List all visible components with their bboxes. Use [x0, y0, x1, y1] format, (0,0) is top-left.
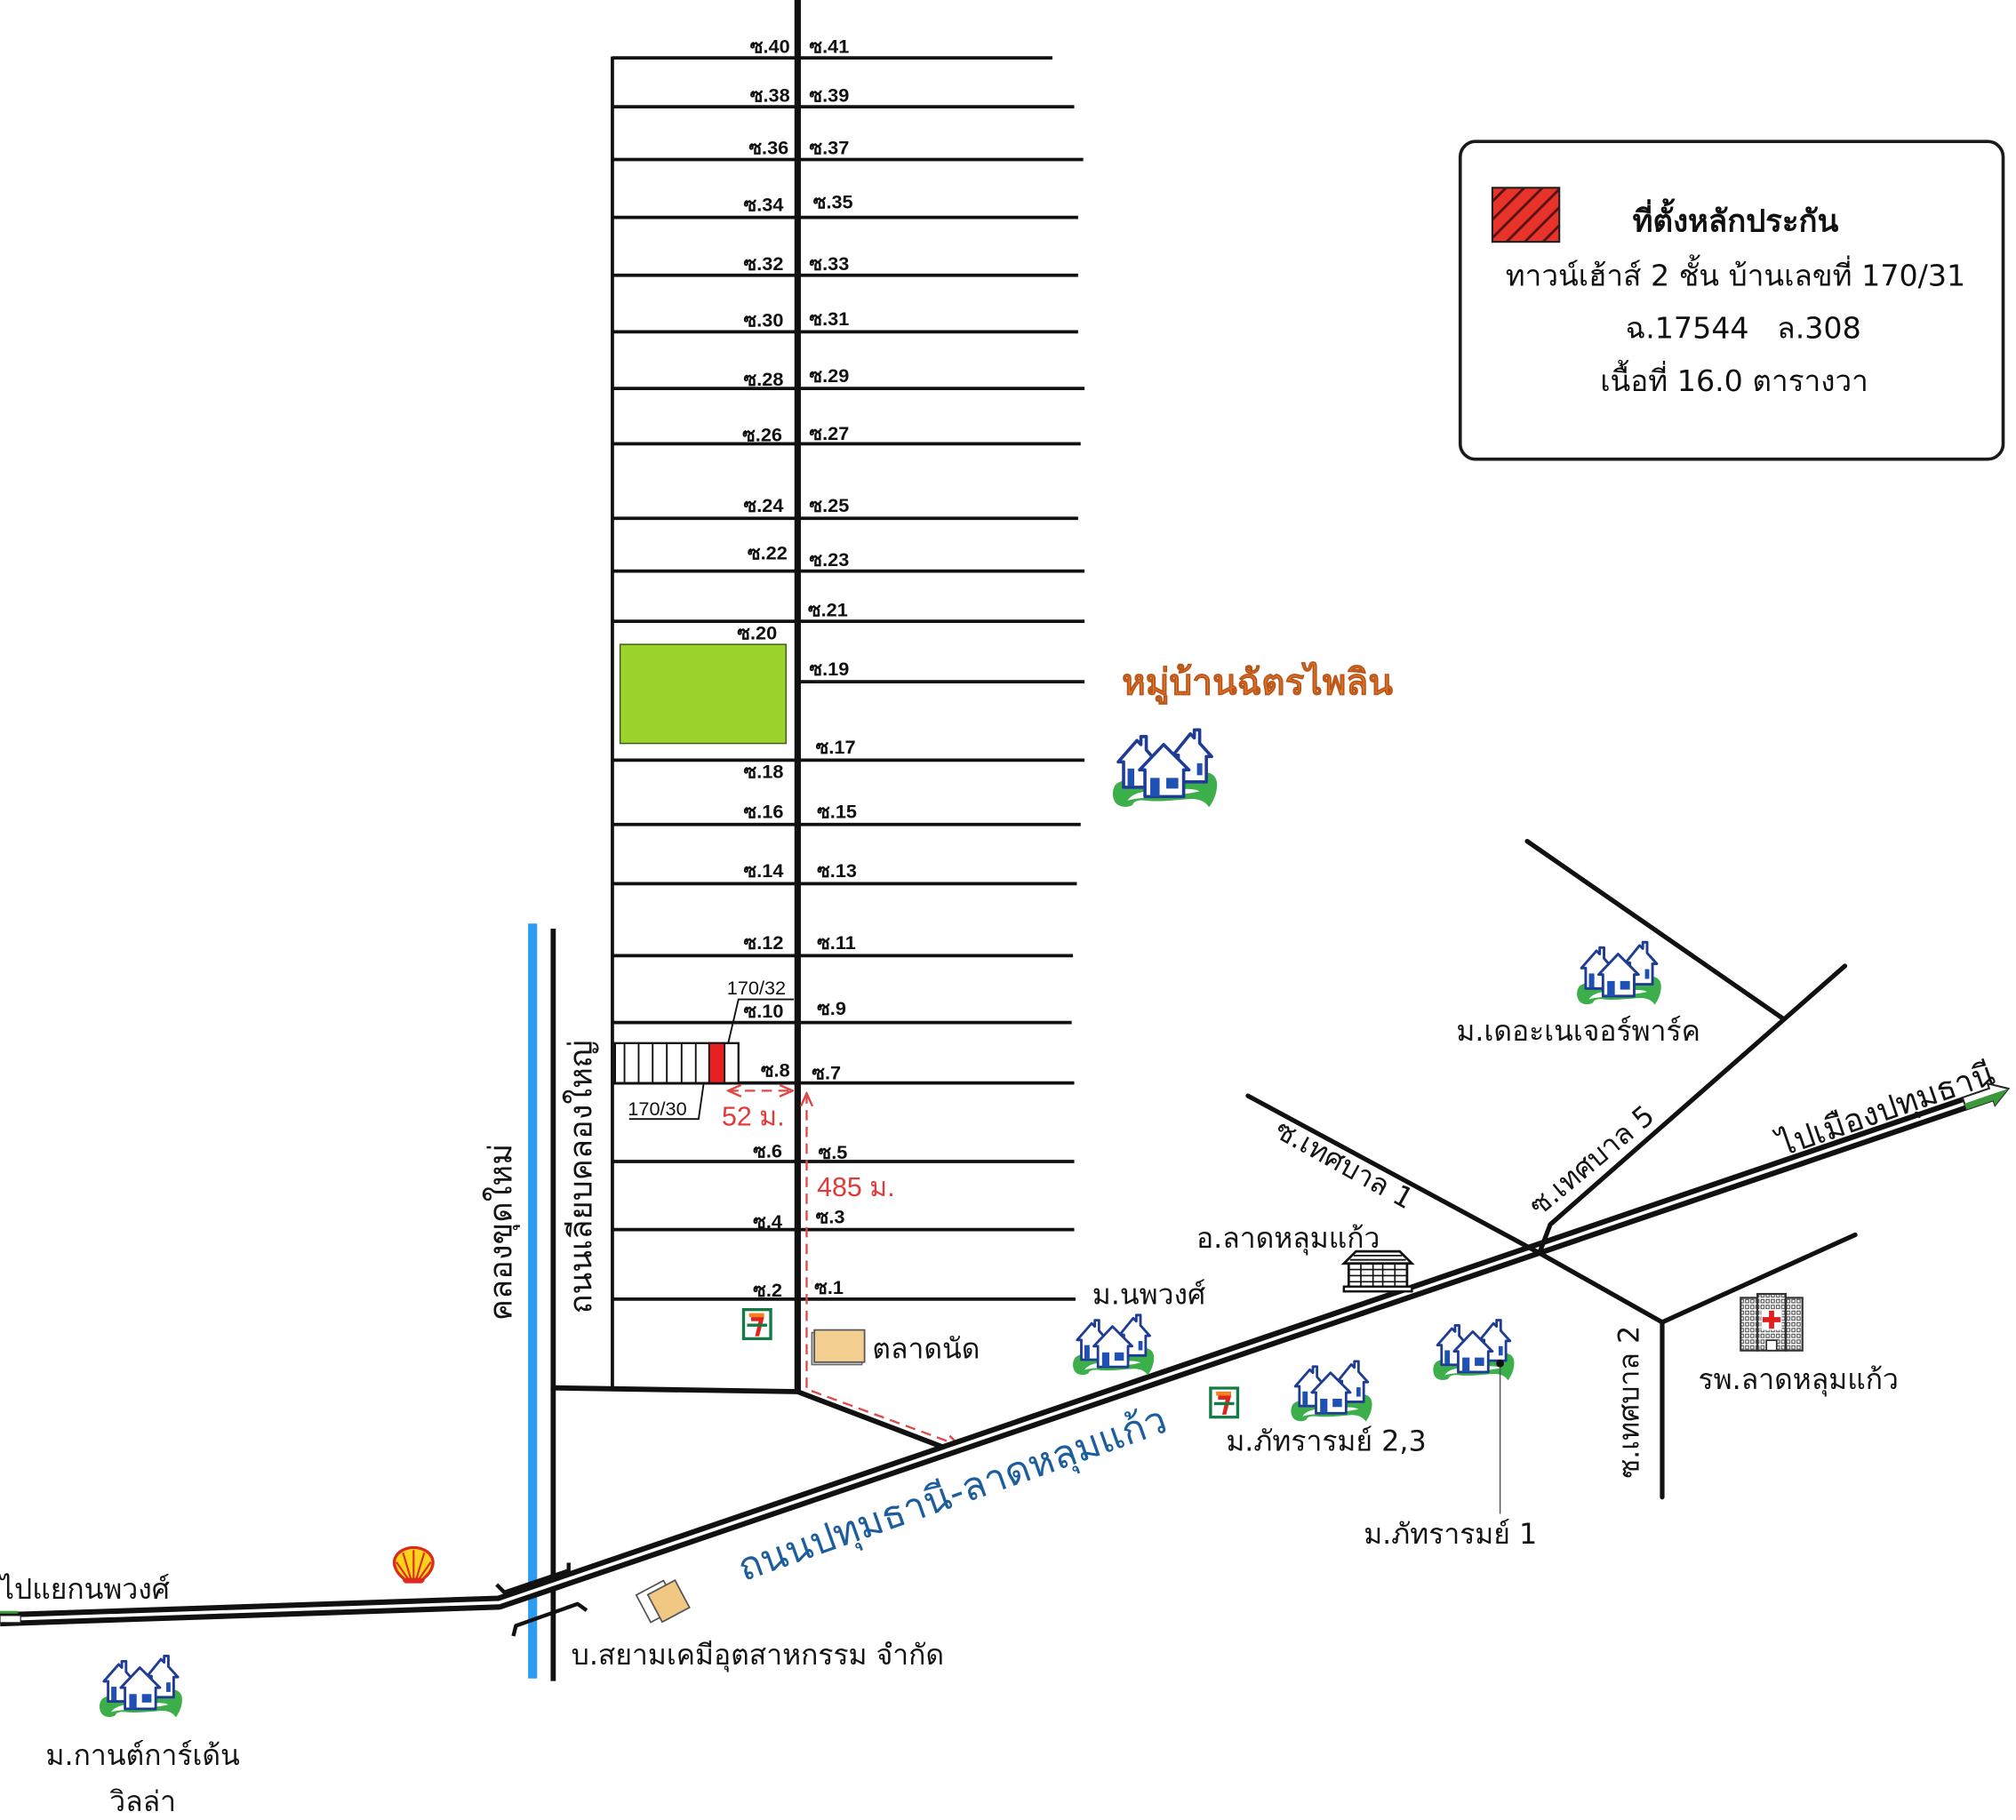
soi-label: ซ.36: [748, 137, 788, 159]
bridge-icon: [495, 1562, 588, 1637]
distance-vertical-label: 485 ม.: [817, 1172, 895, 1202]
soi-label: ซ.28: [744, 368, 784, 390]
collateral-marker-icon: [1491, 187, 1561, 243]
hospital-icon: [1740, 1292, 1804, 1352]
soi-label: ซ.10: [744, 1000, 784, 1022]
distance-route-arrow: [806, 1093, 959, 1446]
phattharom-23-label: ม.ภัทรารมย์ 2,3: [1226, 1425, 1427, 1458]
soi-label: ซ.17: [816, 736, 856, 758]
soi-label: ซ.25: [809, 494, 849, 516]
factory-icon: [635, 1579, 691, 1624]
soi-labels-right: ซ.41 ซ.39 ซ.37 ซ.35 ซ.33 ซ.31 ซ.29 ซ.27 …: [808, 35, 857, 1298]
nopphawong-label: ม.นพวงศ์: [1092, 1278, 1205, 1312]
soi-label: ซ.3: [816, 1205, 845, 1227]
canal-road-label: ถนนเลียบคลองใหญ่: [561, 1040, 599, 1313]
karnt-garden-label-line2: วิลล่า: [109, 1784, 176, 1818]
plot-upper-leader: [727, 998, 795, 1044]
market-label: ตลาดนัด: [872, 1331, 980, 1365]
thetsaban-5-road: [1537, 963, 1848, 1254]
hospital-label: รพ.ลาดหลุมแก้ว: [1699, 1362, 1899, 1397]
legend-deed: ฉ.17544 ล.308: [1626, 311, 1861, 346]
nature-park-label: ม.เดอะเนเจอร์พาร์ค: [1456, 1014, 1700, 1048]
seven-eleven-icon: [1211, 1388, 1238, 1417]
soi-label: ซ.8: [761, 1058, 790, 1081]
thetsaban-2-label: ซ.เทศบาล 2: [1612, 1326, 1645, 1479]
soi-label: ซ.20: [737, 621, 777, 643]
soi-label: ซ.7: [812, 1061, 841, 1083]
soi-label: ซ.26: [742, 423, 782, 445]
soi-label: ซ.6: [753, 1140, 782, 1162]
soi-labels-left: ซ.40 ซ.38 ซ.36 ซ.34 ซ.32 ซ.30 ซ.28 ซ.26 …: [737, 35, 789, 1301]
seven-eleven-icon: [744, 1310, 772, 1339]
soi-label: ซ.24: [744, 494, 784, 516]
soi-label: ซ.40: [750, 35, 790, 57]
to-nopphawong-label: ไปแยกนพวงศ์: [0, 1572, 170, 1606]
plot-lower-leader: [628, 1082, 705, 1121]
green-lot: [619, 643, 788, 745]
legend-box: [1458, 140, 2005, 461]
legend-title: ที่ตั้งหลักประกัน: [1633, 198, 1839, 240]
legend: ที่ตั้งหลักประกัน ทาวน์เฮ้าส์ 2 ชั้น บ้า…: [1458, 140, 2005, 461]
soi-label: ซ.38: [750, 84, 790, 106]
main-road: [0, 1082, 2011, 1627]
road-end-marker-left: [0, 1615, 21, 1624]
soi-label: ซ.30: [744, 309, 784, 331]
district-office-icon: [1342, 1249, 1413, 1293]
soi-label: ซ.1: [814, 1276, 844, 1298]
soi-label: ซ.2: [753, 1279, 782, 1301]
grid-bottom-road: [550, 1385, 798, 1394]
distance-horizontal-label: 52 ม.: [722, 1101, 785, 1131]
siam-chemical-label: บ.สยามเคมีอุตสาหกรรม จำกัด: [572, 1638, 945, 1672]
collateral-unit: [708, 1042, 726, 1084]
soi-label: ซ.15: [817, 801, 857, 823]
soi-label: ซ.32: [744, 252, 784, 275]
direction-arrow-green: [1964, 1089, 2009, 1110]
district-office-label: อ.ลาดหลุมแก้ว: [1196, 1221, 1380, 1256]
soi-label: ซ.5: [819, 1141, 848, 1163]
soi-label: ซ.14: [744, 859, 784, 882]
soi-label: ซ.31: [809, 307, 849, 330]
soi-label: ซ.22: [748, 542, 788, 564]
canal-label: คลองขุดใหม่: [482, 1144, 521, 1321]
townhouse-row: [613, 1042, 740, 1084]
soi-label: ซ.13: [817, 859, 857, 882]
soi-label: ซ.18: [744, 761, 784, 783]
soi-label: ซ.16: [744, 801, 784, 823]
market-box-icon: [811, 1329, 866, 1366]
soi-label: ซ.9: [817, 997, 846, 1019]
soi-label: ซ.34: [744, 193, 784, 215]
soi-label: ซ.11: [817, 931, 856, 954]
soi-label: ซ.35: [813, 190, 853, 212]
soi-label: ซ.33: [809, 252, 849, 275]
soi-label: ซ.4: [753, 1210, 782, 1233]
hospital-road: [1660, 1232, 1858, 1325]
chatpailin-village-label: หมู่บ้านฉัตรไพลิน: [1122, 661, 1393, 706]
soi-label: ซ.27: [809, 422, 849, 444]
plot-lower-label: 170/30: [628, 1098, 686, 1120]
soi-label: ซ.19: [809, 658, 849, 680]
shell-icon: [392, 1545, 435, 1584]
phattharom-1-pin: [1496, 1359, 1504, 1368]
main-road-center-gap: [0, 1102, 1965, 1622]
soi-label: ซ.21: [808, 598, 848, 620]
soi-label: ซ.39: [809, 84, 849, 106]
side-roads: [1245, 838, 1858, 1500]
plot-upper-label: 170/32: [727, 977, 786, 999]
soi-label: ซ.41: [809, 35, 849, 57]
soi-label: ซ.23: [809, 548, 849, 571]
soi-label: ซ.29: [809, 364, 849, 387]
thetsaban-1-road: [1245, 1093, 1665, 1325]
phattharom-1-label: ม.ภัทรารมย์ 1: [1364, 1517, 1537, 1551]
legend-property: ทาวน์เฮ้าส์ 2 ชั้น บ้านเลขที่ 170/31: [1506, 253, 1965, 292]
nature-park-road: [1524, 838, 1786, 1021]
soi-label: ซ.37: [809, 137, 849, 159]
legend-area: เนื้อที่ 16.0 ตารางวา: [1600, 359, 1868, 398]
karnt-garden-label-line1: ม.กานต์การ์เด้น: [46, 1738, 240, 1772]
soi-label: ซ.12: [744, 931, 784, 954]
